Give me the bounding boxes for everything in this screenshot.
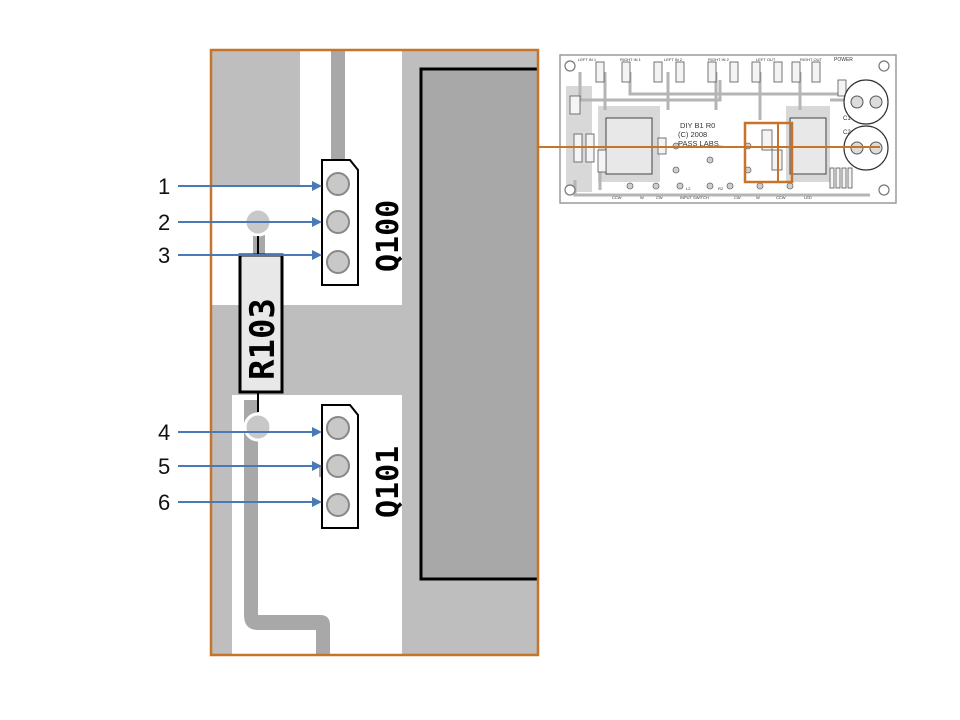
callout-label: 3 <box>158 243 170 268</box>
connector-label: RIGHT IN 2 <box>708 57 730 62</box>
cap-label: C1 <box>843 116 851 122</box>
callout-2: 2 <box>158 210 322 235</box>
connector-label: LEFT IN 2 <box>664 57 683 62</box>
transistor-bottom-label: Q101 <box>371 446 406 518</box>
callout-3: 3 <box>158 243 322 268</box>
pot-label: R2 <box>718 186 724 191</box>
bottom-label: W <box>640 195 644 200</box>
board-title-line: PASS LABS <box>678 139 719 148</box>
bottom-label: LED <box>804 195 812 200</box>
transistor-q100: Q100 <box>321 159 406 286</box>
pin-callouts: 1 2 3 4 5 6 <box>158 174 322 515</box>
bottom-label: W <box>756 195 760 200</box>
callout-1: 1 <box>158 174 322 199</box>
callout-label: 6 <box>158 490 170 515</box>
transistor-q101: Q101 <box>321 404 406 529</box>
callout-label: 2 <box>158 210 170 235</box>
connector-label: RIGHT OUT <box>800 57 822 62</box>
board-title-line: (C) 2008 <box>678 130 707 139</box>
pot-label: L2 <box>686 186 691 191</box>
resistor-label: R103 <box>243 298 283 380</box>
callout-label: 5 <box>158 454 170 479</box>
bottom-label: CCW <box>612 195 622 200</box>
callout-5: 5 <box>158 454 322 479</box>
connector-label: LEFT IN 1 <box>578 57 597 62</box>
callout-label: 1 <box>158 174 170 199</box>
callout-label: 4 <box>158 420 170 445</box>
capacitor-c1 <box>843 79 889 125</box>
zoom-frame <box>209 48 540 657</box>
callout-6: 6 <box>158 490 322 515</box>
bottom-label: INPUT SWITCH <box>680 195 709 200</box>
callout-4: 4 <box>158 420 322 445</box>
connector-label: POWER <box>834 57 853 63</box>
bottom-label: CW <box>734 195 741 200</box>
bottom-label: CW <box>656 195 663 200</box>
bottom-label: CCW <box>776 195 786 200</box>
board-title-line: DIY B1 R0 <box>680 121 715 130</box>
connector-label: LEFT OUT <box>756 57 776 62</box>
transistor-top-label: Q100 <box>371 200 406 272</box>
overview-board: C1 C2 DIY B1 R0 (C) 2008 PASS LABS LEFT … <box>559 54 897 204</box>
cap-label: C2 <box>843 130 851 136</box>
connector-label: RIGHT IN 1 <box>620 57 642 62</box>
